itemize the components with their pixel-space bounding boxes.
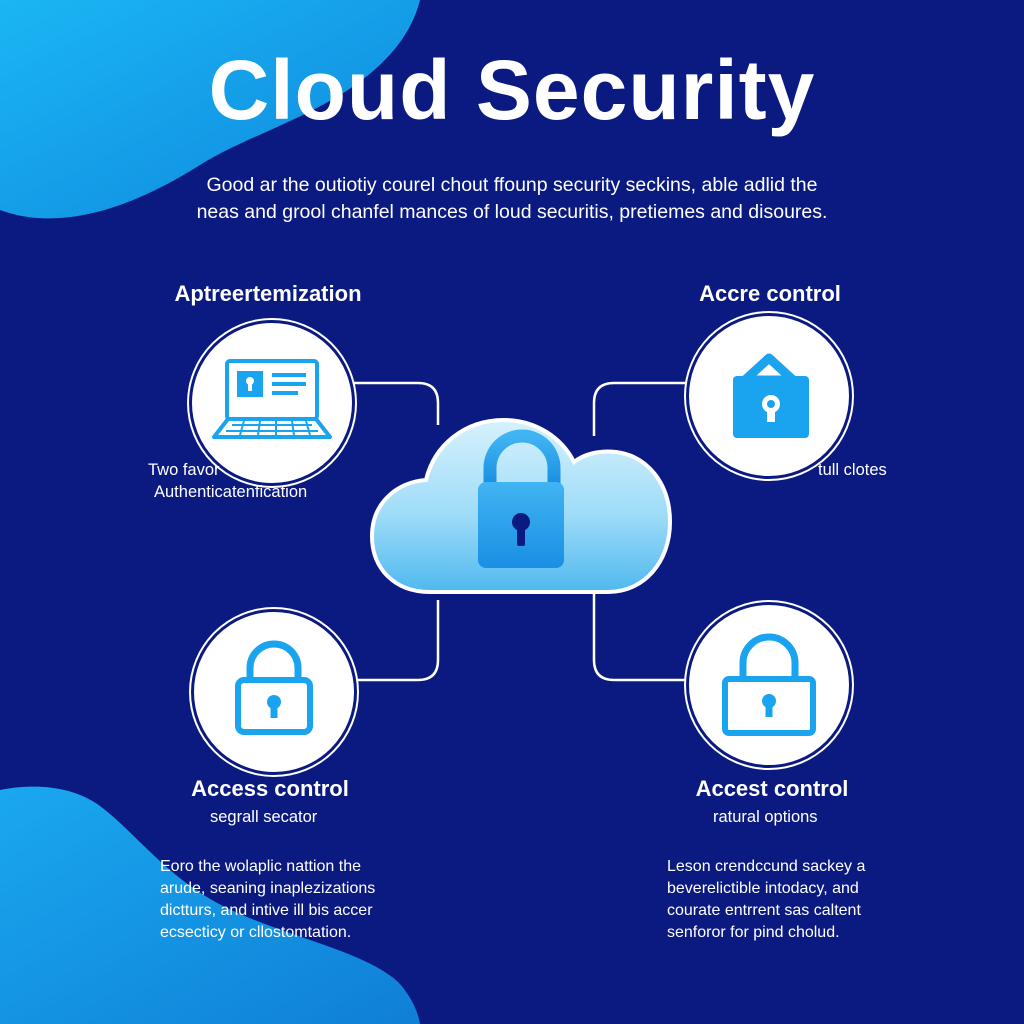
page-title: Cloud Security xyxy=(208,43,816,137)
paragraph-line: beverelictible intodacy, and xyxy=(667,880,859,897)
node-bottom-right xyxy=(686,602,852,768)
node-heading-top-right: Accre control xyxy=(699,281,841,306)
intro-line: Good ar the outiotiy courel chout ffounp… xyxy=(206,174,818,196)
intro-line: neas and grool chanfel mances of loud se… xyxy=(196,201,828,223)
node-paragraph-bottom-right: Leson crendccund sackey a beverelictible… xyxy=(667,856,865,944)
connector-bottom-left xyxy=(348,600,440,682)
laptop-lock-icon xyxy=(212,359,332,439)
background-blob-bottom-left xyxy=(0,786,420,1024)
paragraph-line: Eoro the wolaplic nattion the xyxy=(160,858,362,875)
node-top-right xyxy=(686,313,852,479)
cloud-lock-icon xyxy=(369,417,673,594)
node-top-left xyxy=(189,320,355,486)
node-paragraph-bottom-left: Eoro the wolaplic nattion the arude, sea… xyxy=(160,856,375,944)
node-heading-top-left: Aptreertemization xyxy=(174,281,362,306)
node-bottom-left xyxy=(191,609,357,775)
node-caption-bottom-left: segrall secator xyxy=(210,808,318,826)
paragraph-line: Leson crendccund sackey a xyxy=(667,858,866,875)
node-caption-top-left: Authenticatenfication xyxy=(154,483,308,501)
connector-top-right xyxy=(592,381,688,436)
paragraph-line: courate entrrent sas caltent xyxy=(667,902,861,919)
node-caption-bottom-right: ratural options xyxy=(713,808,818,826)
paragraph-line: ecsecticy or cllostomtation. xyxy=(160,924,352,941)
paragraph-line: dictturs, and intive ill bis accer xyxy=(160,902,373,919)
padlock-icon xyxy=(235,640,313,735)
node-heading-bottom-right: Accest control xyxy=(695,776,849,801)
paragraph-line: senforor for pind cholud. xyxy=(667,924,840,941)
node-heading-bottom-left: Access control xyxy=(191,776,349,801)
connector-bottom-right xyxy=(592,590,688,682)
connector-top-left xyxy=(340,381,440,425)
padlock-icon xyxy=(733,353,809,438)
node-caption-top-right: tull clotes xyxy=(818,461,887,479)
padlock-icon xyxy=(722,633,816,736)
background-blob-top-left xyxy=(0,0,420,219)
intro-text: Good ar the outiotiy courel chout ffounp… xyxy=(140,172,884,226)
paragraph-line: arude, seaning inaplezizations xyxy=(160,880,376,897)
node-caption-top-left: Two favor xyxy=(148,461,220,479)
